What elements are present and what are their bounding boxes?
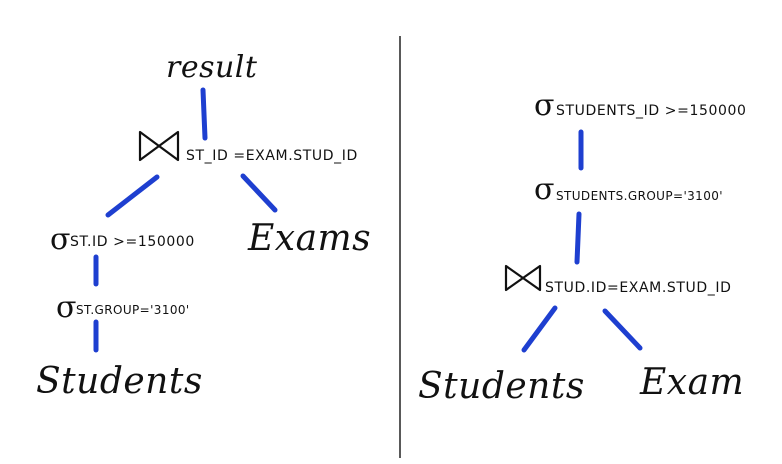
left-students-label: Students xyxy=(36,361,203,402)
right-select1-condition: STUDENTS_ID >=150000 xyxy=(556,103,747,119)
edge-join-select1 xyxy=(105,174,160,218)
right-join-icon xyxy=(504,264,542,292)
right-join-condition: STUD.ID=EXAM.STUD_ID xyxy=(545,280,732,296)
right-select2-sigma: σ xyxy=(534,172,555,207)
left-join-icon xyxy=(138,130,180,162)
left-exams-label: Exams xyxy=(248,218,372,259)
edge-r-join-students xyxy=(521,305,558,353)
right-exam-label: Exam xyxy=(640,362,745,403)
left-select2-condition: ST.GROUP='3100' xyxy=(76,303,190,317)
left-select1-condition: ST.ID >=150000 xyxy=(70,234,195,250)
left-join-condition: ST_ID =EXAM.STUD_ID xyxy=(186,148,358,164)
edge-join-exams xyxy=(240,173,278,213)
right-select2-condition: STUDENTS.GROUP='3100' xyxy=(556,189,723,203)
left-select1-sigma: σ xyxy=(50,222,71,257)
right-select1-sigma: σ xyxy=(534,88,555,123)
right-students-label: Students xyxy=(418,366,585,407)
left-select2-sigma: σ xyxy=(56,290,77,325)
edge-r-join-exam xyxy=(602,308,643,351)
edge-r-select2-join xyxy=(574,211,582,265)
edge-result-join xyxy=(200,87,208,141)
left-result-label: result xyxy=(166,50,258,85)
